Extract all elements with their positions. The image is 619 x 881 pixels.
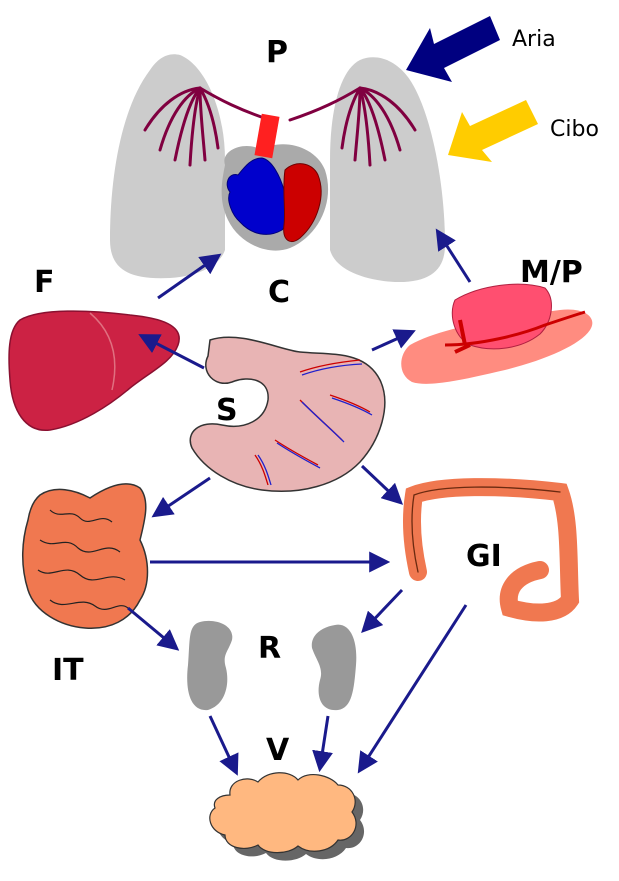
label-liver: F	[34, 265, 55, 300]
arrow-spleen-to-small-intestine	[155, 478, 210, 515]
label-air: Aria	[512, 27, 556, 52]
heart-red-side	[284, 164, 321, 242]
heart	[222, 114, 328, 251]
arrow-large-intestine-to-blob	[360, 605, 466, 770]
label-vessel: V	[266, 733, 290, 768]
arrow-right-kidney-to-blob	[320, 716, 328, 768]
left-kidney	[187, 621, 232, 710]
arrow-spleen-to-pancreas	[372, 332, 412, 350]
label-small-intestine: IT	[52, 653, 84, 688]
label-food: Cibo	[550, 117, 599, 142]
label-heart: C	[268, 275, 290, 310]
food-arrow	[448, 100, 538, 162]
liver	[9, 311, 179, 430]
right-lung	[330, 57, 445, 282]
arrow-left-kidney-to-blob	[210, 716, 236, 772]
label-kidneys: R	[258, 631, 281, 666]
vessel-blob	[210, 773, 364, 861]
label-large-intestine: GI	[466, 539, 502, 574]
left-lung	[110, 54, 225, 278]
muscle-pancreas	[401, 284, 592, 384]
label-lungs: P	[266, 35, 288, 70]
label-spleen: S	[216, 393, 238, 428]
air-arrow	[406, 16, 500, 82]
label-muscle-pancreas: M/P	[520, 255, 583, 290]
arrow-large-intestine-to-kidney	[364, 590, 402, 630]
arrow-small-intestine-to-kidney	[128, 608, 176, 648]
right-kidney	[312, 625, 357, 710]
small-intestine	[23, 484, 148, 628]
arrow-spleen-to-large-intestine	[362, 466, 400, 502]
